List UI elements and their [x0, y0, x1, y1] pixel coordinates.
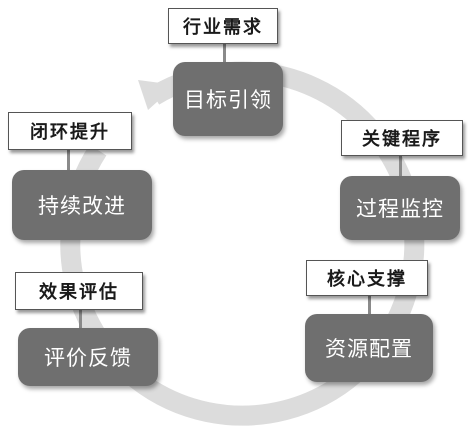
cycle-arrowhead [138, 80, 176, 110]
tag-closed-loop-upgrade: 闭环提升 [8, 112, 132, 150]
connector-evaluate [79, 306, 82, 328]
tag-key-procedure: 关键程序 [341, 120, 463, 156]
tag-industry-demand: 行业需求 [168, 8, 278, 44]
connector-goal [223, 40, 226, 62]
connector-resource [368, 292, 371, 314]
connector-monitor [399, 152, 402, 176]
tag-effect-assessment: 效果评估 [15, 272, 143, 310]
node-resource-allocation: 资源配置 [305, 314, 433, 382]
tag-core-support: 核心支撑 [306, 260, 428, 296]
node-continuous-improvement: 持续改进 [12, 170, 152, 240]
node-evaluation-feedback: 评价反馈 [18, 328, 158, 386]
node-goal-guidance: 目标引领 [173, 62, 283, 136]
connector-improve [67, 148, 70, 170]
node-process-monitoring: 过程监控 [340, 176, 460, 240]
